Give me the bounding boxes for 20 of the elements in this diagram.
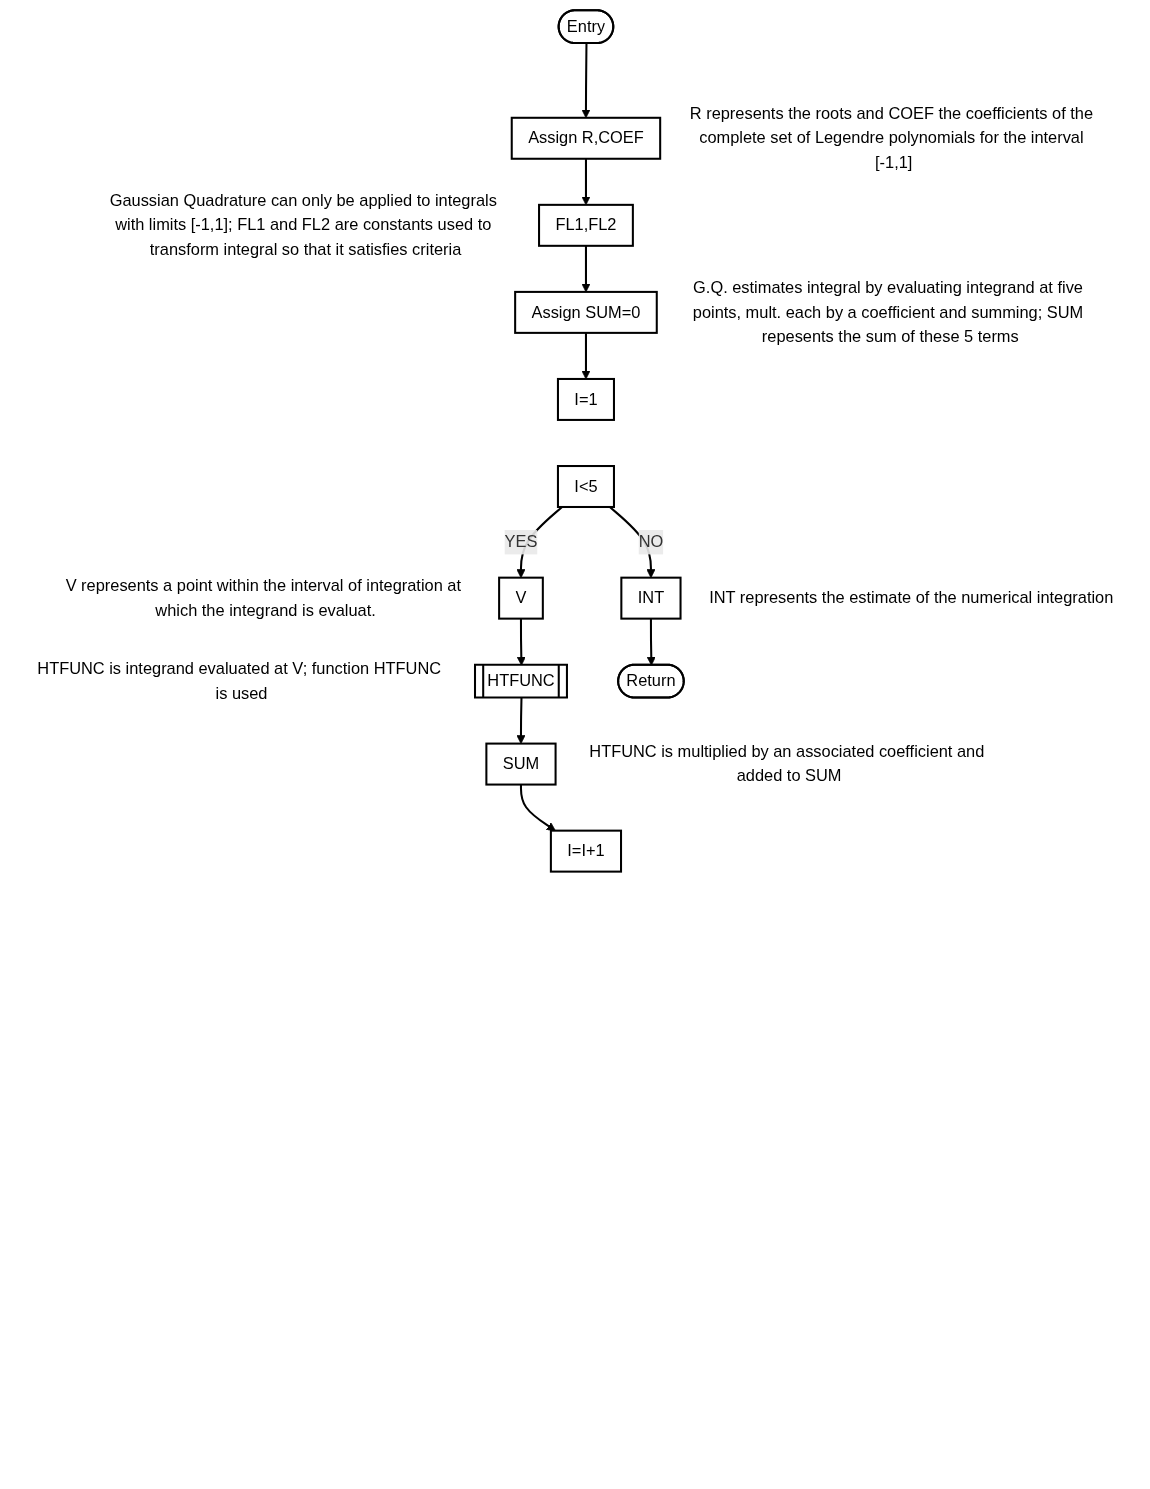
- node-label: V represents a point within the interval of integration at which the integrand is evaluat.: [65, 576, 461, 619]
- node-box: I=1: [556, 377, 615, 421]
- node-box: Assign SUM=0: [514, 290, 658, 334]
- node-label: HTFUNC is integrand evaluated at V; function HTFUNC is used: [37, 659, 442, 702]
- node-box: SUM: [485, 742, 557, 786]
- node-label: HTFUNC is multiplied by an associated coefficient and added to SUM: [589, 742, 985, 785]
- node-label: INT represents the estimate of the numerical integration: [709, 588, 1114, 607]
- edge-label: YES: [504, 533, 538, 551]
- node-box: FL1,FL2: [538, 203, 634, 247]
- node-label: Gaussian Quadrature can only be applied to integrals with limits [-1,1]; FL1 and FL2 are constants used to transform integral so that it satisfies criteria: [109, 191, 497, 259]
- node-box: V: [498, 576, 544, 620]
- arrow: [516, 698, 526, 744]
- node-box: INT: [620, 576, 682, 620]
- node-box: I=I+1: [549, 829, 623, 873]
- node-box: Assign R,COEF: [510, 116, 662, 160]
- edge-label: NO: [638, 533, 664, 551]
- node-box: I<5: [556, 465, 615, 508]
- arrow: [519, 784, 556, 832]
- node-label: G.Q. estimates integral by evaluating integrand at five points, mult. each by a coefficient and summing; SUM repesents the sum of these 5 terms: [692, 278, 1084, 346]
- node-label: R represents the roots and COEF the coefficients of the complete set of Legendre polynomials for the interval [-1,1]: [689, 104, 1094, 172]
